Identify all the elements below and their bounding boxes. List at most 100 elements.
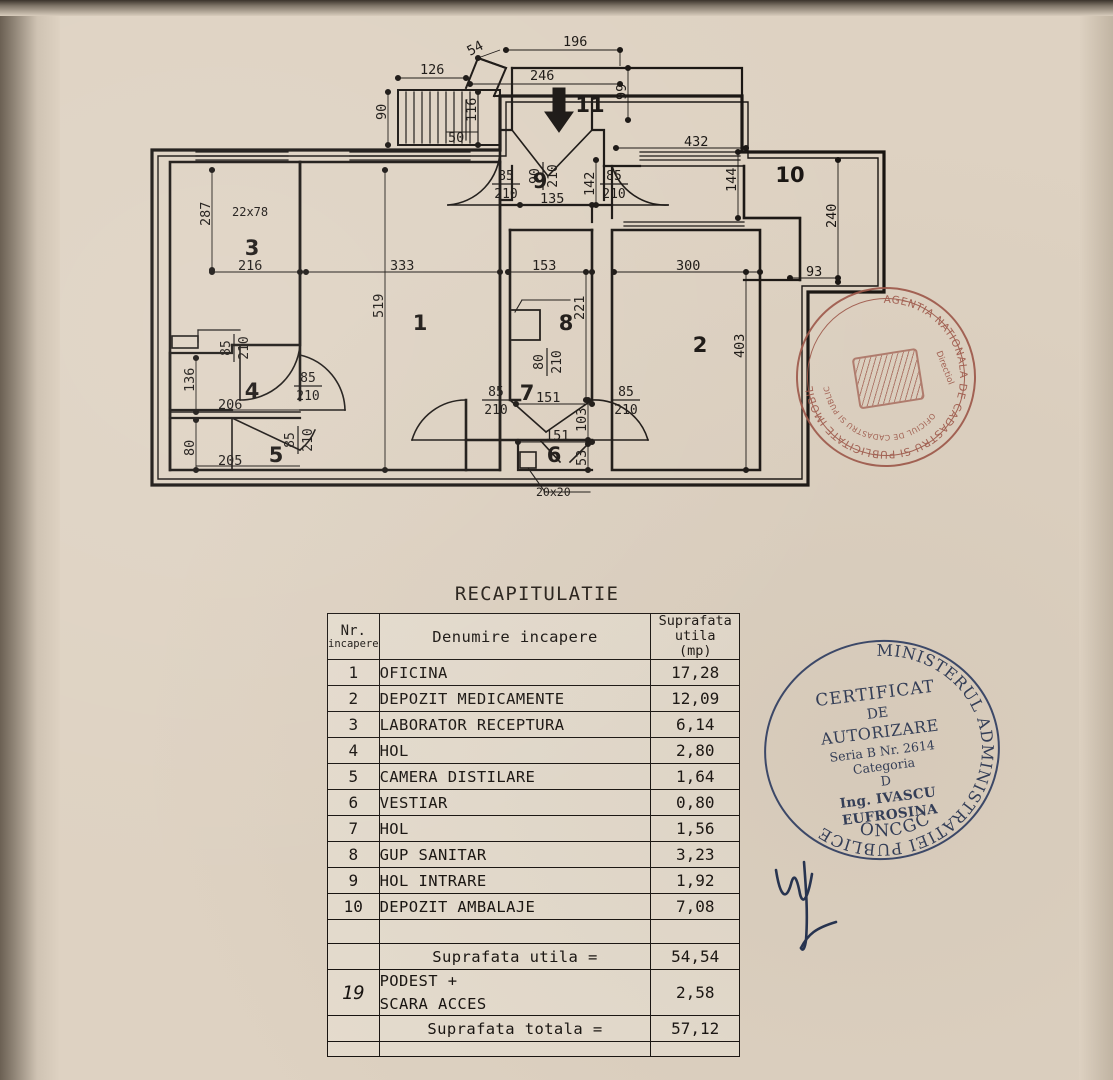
table-row: 6 VESTIAR 0,80 [327, 789, 740, 817]
dim-300: 300 [676, 258, 700, 274]
cell-name: OFICINA [378, 659, 652, 687]
stamp-blue-inner-block: CERTIFICAT DE AUTORIZARE Seria B Nr. 261… [790, 674, 976, 835]
dim-246: 246 [530, 68, 554, 84]
podest-line2: SCARA ACCES [379, 994, 487, 1013]
svg-text:85: 85 [300, 371, 316, 386]
svg-text:210: 210 [494, 187, 517, 202]
stamp-blue-outer-top-label: MINISTERUL ADMINISTRATIEI PUBLICE [792, 628, 1010, 868]
dim-103: 103 [574, 408, 590, 432]
svg-text:85: 85 [488, 385, 504, 400]
podest-line1: PODEST + [379, 972, 458, 991]
table-row-total-utila: Suprafata utila = 54,54 [327, 943, 740, 971]
svg-text:80: 80 [532, 354, 547, 370]
dim-90-stair: 90 [374, 104, 390, 120]
cell-empty-nr [327, 943, 380, 971]
cell-area: 3,23 [650, 841, 740, 869]
cell-cut-name [378, 1041, 652, 1058]
room-number-10: 10 [775, 163, 804, 187]
dim-519: 519 [371, 294, 387, 318]
total-utila-value: 54,54 [650, 943, 740, 971]
svg-text:ONCGC: ONCGC [856, 808, 936, 845]
room-number-6: 6 [547, 443, 562, 467]
cell-nr: 3 [327, 711, 380, 739]
table-row: 9 HOL INTRARE 1,92 [327, 867, 740, 895]
svg-text:85: 85 [219, 340, 234, 356]
stamp-blue-line-categoria: Categoria [852, 754, 916, 778]
cell-blank-nr [327, 919, 380, 945]
cell-area: 0,80 [650, 789, 740, 817]
dim-136: 136 [182, 368, 198, 392]
dim-151a: 151 [536, 390, 560, 406]
svg-text:85: 85 [283, 432, 298, 448]
header-nr-incapere: Nr. incapere [327, 612, 380, 661]
stamp-blue-line-certificat: CERTIFICAT [814, 676, 937, 712]
dim-403: 403 [732, 334, 748, 358]
dim-151b: 151 [545, 428, 569, 444]
header-denumire: Denumire incapere [378, 612, 652, 661]
dim-135: 135 [540, 191, 564, 207]
header-suprafata: Suprafata utila (mp) [650, 612, 740, 661]
dim-287: 287 [198, 202, 214, 226]
cell-name: GUP SANITAR [378, 841, 652, 869]
table-row: 4 HOL 2,80 [327, 737, 740, 765]
dim-99: 99 [614, 84, 630, 100]
header-nr-line1: Nr. [340, 622, 366, 639]
table-row-podest: 19 PODEST + SCARA ACCES 2,58 [327, 969, 740, 1017]
room-number-9: 9 [533, 169, 548, 193]
svg-text:210: 210 [550, 350, 565, 373]
floor-plan: 196 54 126 246 90 116 99 50 432 144 240 … [150, 34, 886, 499]
room-number-5: 5 [269, 443, 284, 467]
cell-blank-area [650, 919, 740, 945]
cell-area: 2,80 [650, 737, 740, 765]
dim-221: 221 [572, 296, 588, 320]
stamp-blue-line-autorizare: AUTORIZARE [819, 715, 940, 750]
table-row: 10 DEPOZIT AMBALAJE 7,08 [327, 893, 740, 921]
table-header-row: Nr. incapere Denumire incapere Suprafata… [327, 612, 740, 661]
stamp-blue-arc-text: MINISTERUL ADMINISTRATIEI PUBLICE ONCGC [754, 628, 1011, 872]
cell-name: VESTIAR [378, 789, 652, 817]
svg-text:90: 90 [528, 168, 543, 184]
dim-80: 80 [182, 440, 198, 456]
pillar-annotation-20x20: 20x20 [536, 485, 571, 499]
cell-area: 1,64 [650, 763, 740, 791]
svg-text:MINISTERUL ADMINISTRATIEI PUBL: MINISTERUL ADMINISTRATIEI PUBLICE [792, 628, 1010, 868]
dim-93: 93 [806, 264, 822, 280]
svg-text:210: 210 [484, 403, 507, 418]
svg-text:210: 210 [546, 164, 561, 187]
cell-nr: 5 [327, 763, 380, 791]
cell-name: HOL [378, 815, 652, 843]
cell-name: DEPOZIT AMBALAJE [378, 893, 652, 921]
dim-206: 206 [218, 397, 242, 413]
cell-area: 1,56 [650, 815, 740, 843]
cell-nr: 9 [327, 867, 380, 895]
total-totala-value: 57,12 [650, 1015, 740, 1043]
podest-value: 2,58 [650, 969, 740, 1017]
cell-area: 6,14 [650, 711, 740, 739]
dim-333: 333 [390, 258, 414, 274]
cell-name: HOL INTRARE [378, 867, 652, 895]
dim-54: 54 [464, 38, 486, 60]
recapitulatie-section: RECAPITULATIE Nr. incapere Denumire inca… [327, 583, 747, 1058]
dim-126: 126 [420, 62, 444, 78]
cell-nr: 7 [327, 815, 380, 843]
total-totala-label: Suprafata totala = [378, 1015, 652, 1043]
cell-nr: 6 [327, 789, 380, 817]
room-number-2: 2 [693, 333, 708, 357]
table-row: 1 OFICINA 17,28 [327, 659, 740, 687]
room-number-11: 11 [575, 93, 604, 117]
dim-142: 142 [582, 172, 598, 196]
stamp-autorizare-blue: MINISTERUL ADMINISTRATIEI PUBLICE ONCGC … [751, 626, 1013, 874]
dim-205: 205 [218, 453, 242, 469]
dim-196: 196 [563, 34, 587, 50]
room-number-3: 3 [245, 236, 260, 260]
cell-name: DEPOZIT MEDICAMENTE [378, 685, 652, 713]
cell-name: LABORATOR RECEPTURA [378, 711, 652, 739]
entrance-arrow [544, 87, 574, 133]
